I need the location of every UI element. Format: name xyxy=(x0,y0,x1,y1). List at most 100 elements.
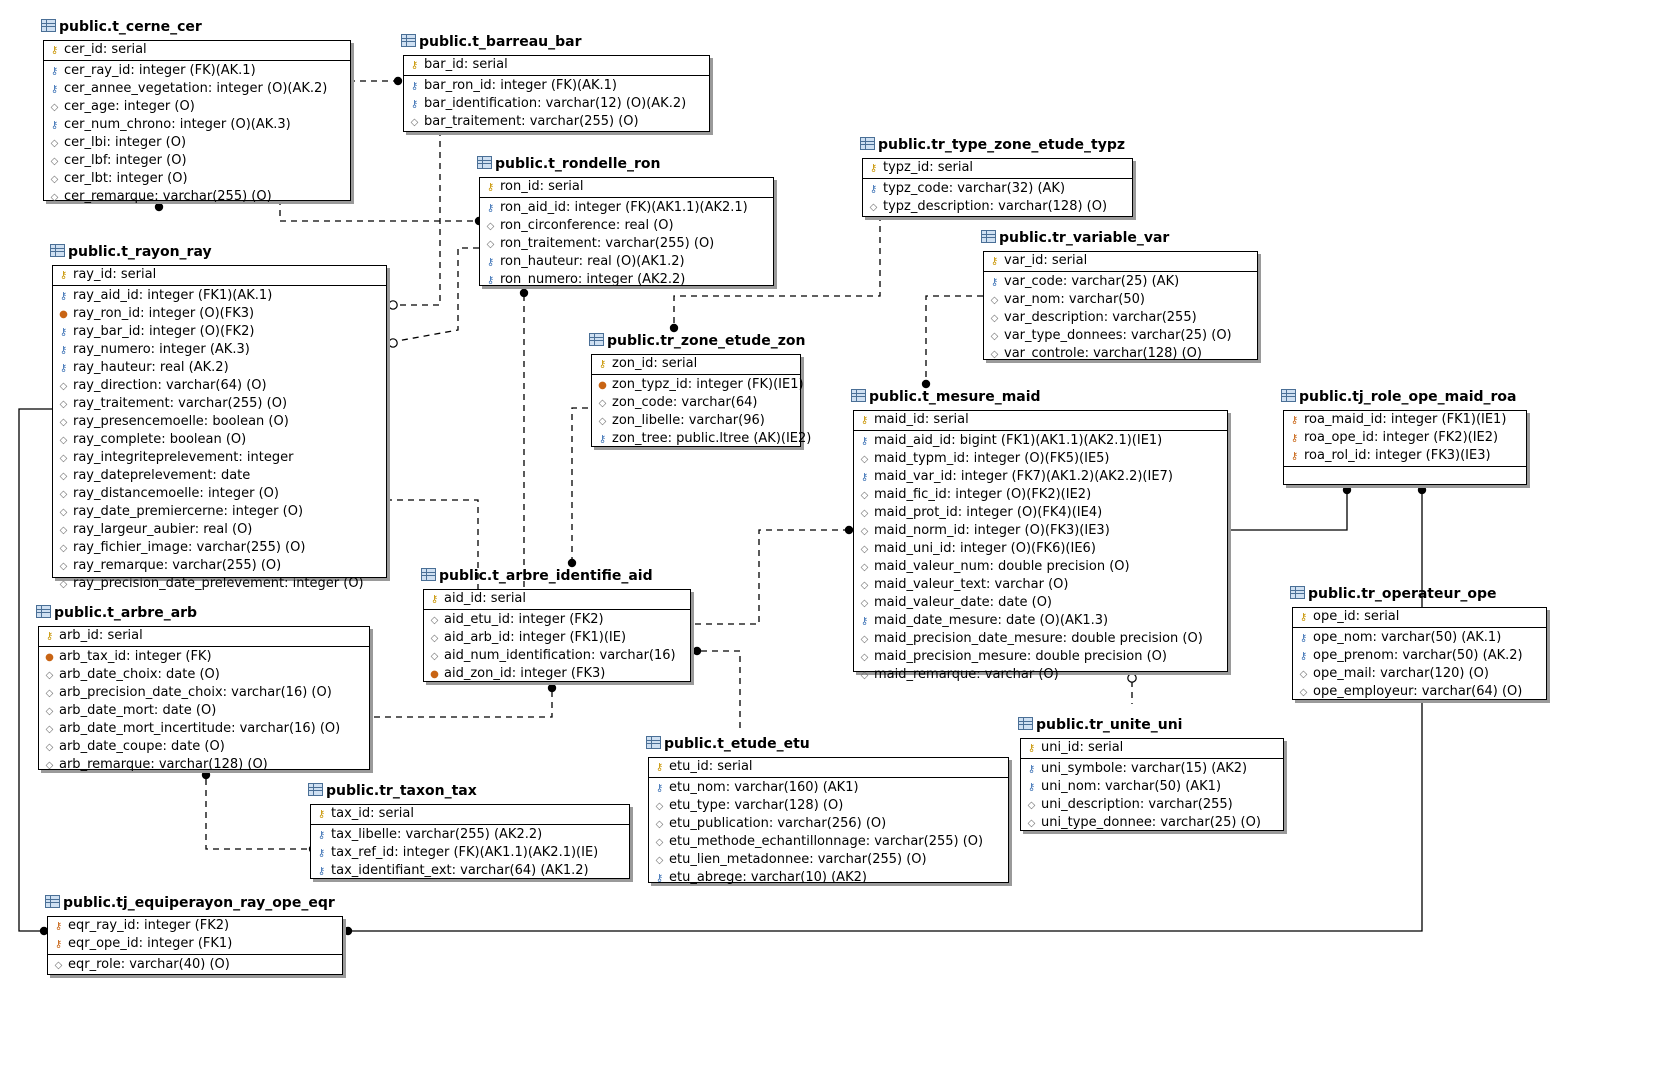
column-row[interactable]: ◇cer_lbt: integer (O) xyxy=(44,170,350,188)
column-row[interactable]: ◇etu_publication: varchar(256) (O) xyxy=(649,815,1008,833)
table-aid[interactable]: ⚷aid_id: serial ◇aid_etu_id: integer (FK2… xyxy=(423,589,691,682)
column-row[interactable]: ⚷ope_prenom: varchar(50) (AK.2) xyxy=(1293,647,1546,665)
column-row[interactable]: ◇uni_description: varchar(255) xyxy=(1021,796,1283,814)
column-row[interactable]: ◇maid_uni_id: integer (O)(FK6)(IE6) xyxy=(854,540,1227,558)
column-row[interactable]: ⚷tax_libelle: varchar(255) (AK2.2) xyxy=(311,826,629,844)
column-row[interactable]: ◇ray_distancemoelle: integer (O) xyxy=(53,485,386,503)
column-row[interactable]: ◇arb_precision_date_choix: varchar(16) (… xyxy=(39,684,369,702)
column-row[interactable]: ◇etu_lien_metadonnee: varchar(255) (O) xyxy=(649,851,1008,869)
column-row[interactable]: ◇ope_employeur: varchar(64) (O) xyxy=(1293,683,1546,701)
column-row[interactable]: ⚷tax_identifiant_ext: varchar(64) (AK1.2… xyxy=(311,862,629,880)
column-row[interactable]: ⚷bar_id: serial xyxy=(404,56,709,74)
column-row[interactable]: ◇maid_valeur_date: date (O) xyxy=(854,594,1227,612)
column-row[interactable]: ⚷uni_nom: varchar(50) (AK1) xyxy=(1021,778,1283,796)
column-row[interactable]: ◇arb_date_coupe: date (O) xyxy=(39,738,369,756)
column-row[interactable]: ⚷ron_id: serial xyxy=(480,178,773,196)
column-row[interactable]: ⚷var_id: serial xyxy=(984,252,1257,270)
column-row[interactable]: ⚷ray_bar_id: integer (O)(FK2) xyxy=(53,323,386,341)
column-row[interactable]: ◇arb_date_mort: date (O) xyxy=(39,702,369,720)
column-row[interactable]: ◇etu_type: varchar(128) (O) xyxy=(649,797,1008,815)
column-row[interactable]: ◇aid_etu_id: integer (FK2) xyxy=(424,611,690,629)
column-row[interactable]: ◇var_nom: varchar(50) xyxy=(984,291,1257,309)
column-row[interactable]: ⚷typz_id: serial xyxy=(863,159,1132,177)
column-row[interactable]: ⚷roa_ope_id: integer (FK2)(IE2) xyxy=(1284,429,1526,447)
table-cer[interactable]: ⚷cer_id: serial⚷cer_ray_id: integer (FK)… xyxy=(43,40,351,204)
column-row[interactable]: ⚷ray_hauteur: real (AK.2) xyxy=(53,359,386,377)
table-title-ron[interactable]: public.t_rondelle_ron xyxy=(477,155,661,173)
column-row[interactable]: ●zon_typz_id: integer (FK)(IE1) xyxy=(592,376,803,394)
column-row[interactable]: ⚷aid_id: serial xyxy=(424,590,690,608)
column-row[interactable]: ⚷ron_aid_id: integer (FK)(AK1.1)(AK2.1) xyxy=(480,199,773,217)
column-row[interactable]: ⚷eqr_ope_id: integer (FK1) xyxy=(48,935,342,953)
column-row[interactable]: ⚷etu_id: serial xyxy=(649,758,1008,776)
table-title-etu[interactable]: public.t_etude_etu xyxy=(646,735,810,753)
table-ron[interactable]: ⚷ron_id: serial ⚷ron_aid_id: integer (FK)… xyxy=(479,177,774,287)
table-title-aid[interactable]: public.t_arbre_identifie_aid xyxy=(421,567,653,585)
column-row[interactable]: ◇cer_age: integer (O) xyxy=(44,98,350,116)
column-row[interactable]: ⚷arb_id: serial xyxy=(39,627,369,645)
column-row[interactable]: ◇ray_presencemoelle: boolean (O) xyxy=(53,413,386,431)
column-row[interactable]: ⚷uni_symbole: varchar(15) (AK2) xyxy=(1021,760,1283,778)
column-row[interactable]: ◇maid_valeur_text: varchar (O) xyxy=(854,576,1227,594)
column-row[interactable]: ●ray_ron_id: integer (O)(FK3) xyxy=(53,305,386,323)
column-row[interactable]: ◇ray_fichier_image: varchar(255) (O) xyxy=(53,539,386,557)
column-row[interactable]: ⚷typz_code: varchar(32) (AK) xyxy=(863,180,1132,198)
column-row[interactable]: ◇maid_norm_id: integer (O)(FK3)(IE3) xyxy=(854,522,1227,540)
column-row[interactable]: ⚷maid_date_mesure: date (O)(AK1.3) xyxy=(854,612,1227,630)
column-row[interactable]: ◇maid_precision_date_mesure: double prec… xyxy=(854,630,1227,648)
column-row[interactable]: ⚷maid_aid_id: bigint (FK1)(AK1.1)(AK2.1)… xyxy=(854,432,1227,450)
table-title-roa[interactable]: public.tj_role_ope_maid_roa xyxy=(1281,388,1517,406)
column-row[interactable]: ◇maid_fic_id: integer (O)(FK2)(IE2) xyxy=(854,486,1227,504)
table-bar[interactable]: ⚷bar_id: serial ⚷bar_ron_id: integer (FK)… xyxy=(403,55,710,132)
column-row[interactable]: ⚷roa_rol_id: integer (FK3)(IE3) xyxy=(1284,447,1526,465)
column-row[interactable]: ◇maid_precision_mesure: double precision… xyxy=(854,648,1227,666)
table-var[interactable]: ⚷var_id: serial⚷var_code: varchar(25) (A… xyxy=(983,251,1258,361)
table-ray[interactable]: ⚷ray_id: serial⚷ray_aid_id: integer (FK1… xyxy=(52,265,387,591)
column-row[interactable]: ⚷ope_id: serial xyxy=(1293,608,1546,626)
table-title-maid[interactable]: public.t_mesure_maid xyxy=(851,388,1041,406)
column-row[interactable]: ●aid_zon_id: integer (FK3) xyxy=(424,665,690,683)
column-row[interactable]: ◇var_type_donnees: varchar(25) (O) xyxy=(984,327,1257,345)
column-row[interactable]: ⚷etu_nom: varchar(160) (AK1) xyxy=(649,779,1008,797)
column-row[interactable]: ⚷cer_num_chrono: integer (O)(AK.3) xyxy=(44,116,350,134)
column-row[interactable]: ⚷bar_ron_id: integer (FK)(AK.1) xyxy=(404,77,709,95)
column-row[interactable]: ⚷maid_var_id: integer (FK7)(AK1.2)(AK2.2… xyxy=(854,468,1227,486)
column-row[interactable]: ⚷roa_maid_id: integer (FK1)(IE1) xyxy=(1284,411,1526,429)
column-row[interactable]: ⚷bar_identification: varchar(12) (O)(AK.… xyxy=(404,95,709,113)
table-eqr[interactable]: ⚷eqr_ray_id: integer (FK2)⚷eqr_ope_id: i… xyxy=(47,916,343,975)
column-row[interactable]: ◇ron_circonference: real (O) xyxy=(480,217,773,235)
table-arb[interactable]: ⚷arb_id: serial ●arb_tax_id: integer (FK)… xyxy=(38,626,370,772)
column-row[interactable]: ◇arb_date_mort_incertitude: varchar(16) … xyxy=(39,720,369,738)
column-row[interactable]: ◇cer_remarque: varchar(255) (O) xyxy=(44,188,350,206)
column-row[interactable]: ⚷ope_nom: varchar(50) (AK.1) xyxy=(1293,629,1546,647)
column-row[interactable]: ◇maid_typm_id: integer (O)(FK5)(IE5) xyxy=(854,450,1227,468)
column-row[interactable]: ◇ron_traitement: varchar(255) (O) xyxy=(480,235,773,253)
column-row[interactable]: ◇ray_direction: varchar(64) (O) xyxy=(53,377,386,395)
column-row[interactable]: ◇uni_type_donnee: varchar(25) (O) xyxy=(1021,814,1283,832)
table-title-eqr[interactable]: public.tj_equiperayon_ray_ope_eqr xyxy=(45,894,335,912)
table-title-var[interactable]: public.tr_variable_var xyxy=(981,229,1169,247)
column-row[interactable]: ⚷tax_ref_id: integer (FK)(AK1.1)(AK2.1)(… xyxy=(311,844,629,862)
column-row[interactable]: ●arb_tax_id: integer (FK) xyxy=(39,648,369,666)
column-row[interactable]: ⚷maid_id: serial xyxy=(854,411,1227,429)
table-title-cer[interactable]: public.t_cerne_cer xyxy=(41,18,202,36)
column-row[interactable]: ⚷ron_hauteur: real (O)(AK1.2) xyxy=(480,253,773,271)
column-row[interactable]: ◇etu_methode_echantillonnage: varchar(25… xyxy=(649,833,1008,851)
column-row[interactable]: ◇maid_valeur_num: double precision (O) xyxy=(854,558,1227,576)
table-zon[interactable]: ⚷zon_id: serial●zon_typz_id: integer (FK… xyxy=(591,354,811,447)
column-row[interactable]: ◇aid_num_identification: varchar(16) xyxy=(424,647,690,665)
column-row[interactable]: ◇ray_integriteprelevement: integer xyxy=(53,449,386,467)
table-title-arb[interactable]: public.t_arbre_arb xyxy=(36,604,197,622)
table-title-ope[interactable]: public.tr_operateur_ope xyxy=(1290,585,1497,603)
table-title-zon[interactable]: public.tr_zone_etude_zon xyxy=(589,332,805,350)
table-typz[interactable]: ⚷typz_id: serial ⚷typz_code: varchar(32) … xyxy=(862,158,1133,217)
table-uni[interactable]: ⚷uni_id: serial ⚷uni_symbole: varchar(15)… xyxy=(1020,738,1284,831)
column-row[interactable]: ⚷uni_id: serial xyxy=(1021,739,1283,757)
column-row[interactable]: ◇ray_date_premiercerne: integer (O) xyxy=(53,503,386,521)
table-tax[interactable]: ⚷tax_id: serial⚷tax_libelle: varchar(255… xyxy=(310,804,630,879)
column-row[interactable]: ◇zon_libelle: varchar(96) xyxy=(592,412,800,430)
table-roa[interactable]: ⚷roa_maid_id: integer (FK1)(IE1)⚷roa_ope… xyxy=(1283,410,1527,485)
column-row[interactable]: ◇cer_lbi: integer (O) xyxy=(44,134,350,152)
column-row[interactable]: ⚷ray_id: serial xyxy=(53,266,386,284)
column-row[interactable]: ⚷cer_id: serial xyxy=(44,41,350,59)
